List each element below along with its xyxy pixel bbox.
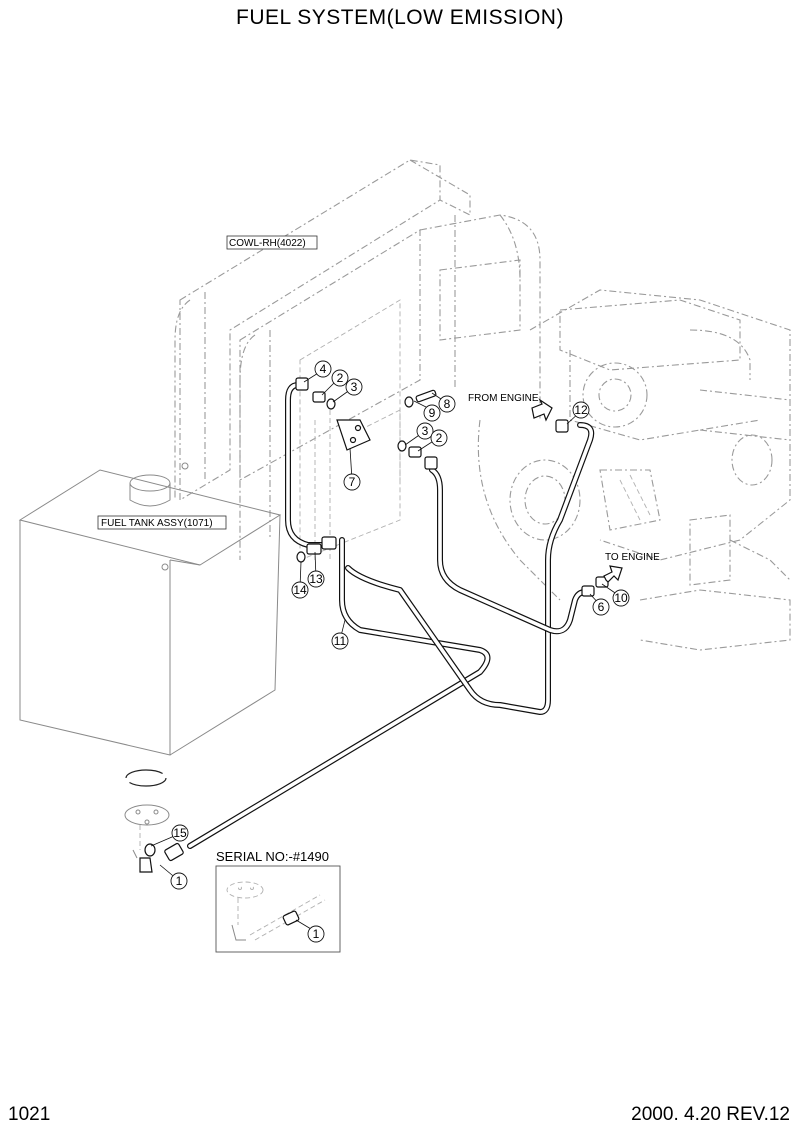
cowl-label: COWL-RH(4022): [226, 235, 318, 250]
svg-text:12: 12: [574, 403, 588, 417]
svg-text:11: 11: [334, 634, 347, 648]
callout-1: 1: [170, 872, 188, 890]
callout-2-upper: 2: [331, 369, 349, 387]
fuel-tank-label: FUEL TANK ASSY(1071): [97, 515, 227, 530]
svg-text:1: 1: [176, 874, 183, 888]
svg-text:13: 13: [309, 572, 323, 586]
cowl-frame-outline: [174, 159, 541, 561]
svg-text:14: 14: [293, 583, 307, 597]
flow-arrows: [531, 398, 623, 583]
to-engine-label: TO ENGINE: [605, 552, 660, 563]
svg-text:3: 3: [422, 424, 429, 438]
callout-4: 4: [314, 360, 332, 378]
svg-text:2: 2: [337, 371, 344, 385]
svg-text:3: 3: [351, 380, 358, 394]
svg-text:10: 10: [614, 591, 628, 605]
from-engine-label: FROM ENGINE: [468, 393, 539, 404]
serial-inset: SERIAL NO:-#1490 1: [215, 849, 341, 953]
tank-flange: [124, 769, 170, 859]
svg-text:8: 8: [444, 397, 451, 411]
callout-11: 11: [331, 632, 349, 650]
callout-14: 14: [291, 581, 309, 599]
page-number: 1021: [8, 1104, 51, 1125]
callout-2-lower: 2: [430, 429, 448, 447]
svg-text:4: 4: [320, 362, 327, 376]
revision-date: 2000. 4.20 REV.12: [631, 1104, 790, 1125]
from-engine-arrow: [531, 398, 553, 422]
callout-3-lower: 3: [416, 422, 434, 440]
svg-text:15: 15: [173, 826, 187, 840]
page-title: FUEL SYSTEM(LOW EMISSION): [236, 6, 564, 29]
callout-6: 6: [592, 598, 610, 616]
to-engine-arrow: [603, 565, 623, 583]
callout-3-upper: 3: [345, 378, 363, 396]
serial-inset-title: SERIAL NO:-#1490: [216, 849, 329, 864]
callout-9: 9: [423, 404, 441, 422]
svg-text:2: 2: [436, 431, 443, 445]
svg-text:1: 1: [313, 927, 320, 941]
callout-12: 12: [572, 401, 590, 419]
svg-text:FUEL TANK ASSY(1071): FUEL TANK ASSY(1071): [101, 518, 213, 529]
fuel-tank: [18, 462, 282, 756]
engine-outline: [477, 289, 791, 651]
callout-15: 15: [171, 824, 189, 842]
svg-text:7: 7: [349, 475, 356, 489]
fuel-hoses: [187, 382, 595, 849]
callout-13: 13: [307, 570, 325, 588]
callout-10: 10: [612, 589, 630, 607]
callout-7: 7: [343, 473, 361, 491]
callout-8: 8: [438, 395, 456, 413]
inset-callout-1: 1: [307, 925, 325, 943]
svg-text:9: 9: [429, 406, 436, 420]
svg-text:COWL-RH(4022): COWL-RH(4022): [229, 238, 306, 249]
svg-text:6: 6: [598, 600, 605, 614]
